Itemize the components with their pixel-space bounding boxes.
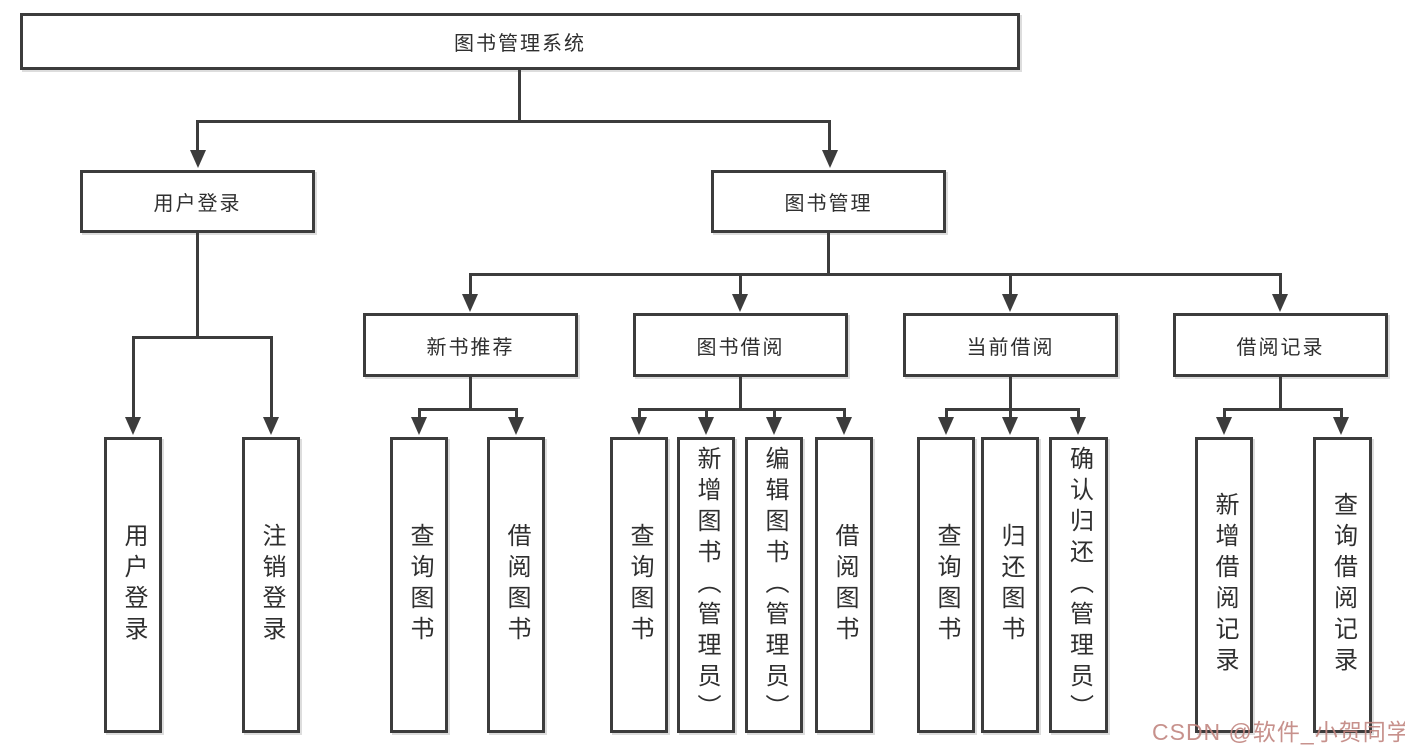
connector-line bbox=[270, 336, 273, 417]
leaf-query-book-2: 查询图书 bbox=[610, 437, 668, 733]
node-label: 用户登录 bbox=[120, 523, 147, 647]
leaf-borrow-book-1: 借阅图书 bbox=[487, 437, 545, 733]
node-label: 借阅图书 bbox=[831, 523, 858, 647]
connector-line bbox=[518, 70, 521, 120]
connector-line bbox=[945, 408, 1079, 411]
connector-line bbox=[945, 408, 948, 417]
node-label: 新书推荐 bbox=[426, 336, 515, 359]
arrow-down-icon bbox=[1002, 294, 1018, 312]
connector-line bbox=[638, 408, 846, 411]
connector-line bbox=[196, 233, 199, 336]
connector-line bbox=[1279, 273, 1282, 295]
arrow-down-icon bbox=[125, 417, 141, 435]
arrow-down-icon bbox=[1070, 417, 1086, 435]
node-borrow-record: 借阅记录 bbox=[1173, 313, 1388, 377]
node-label: 注销登录 bbox=[258, 523, 285, 647]
arrow-down-icon bbox=[631, 417, 647, 435]
connector-line bbox=[469, 273, 1282, 276]
connector-line bbox=[843, 408, 846, 417]
arrow-down-icon bbox=[822, 150, 838, 168]
node-label: 借阅记录 bbox=[1236, 336, 1325, 359]
arrow-down-icon bbox=[462, 294, 478, 312]
node-label: 用户登录 bbox=[153, 193, 242, 215]
leaf-query-book-1: 查询图书 bbox=[390, 437, 448, 733]
connector-line bbox=[827, 233, 830, 273]
leaf-edit-book-admin: 编辑图书（管理员） bbox=[745, 437, 803, 733]
connector-line bbox=[469, 273, 472, 295]
arrow-down-icon bbox=[1333, 417, 1349, 435]
node-label: 图书管理系统 bbox=[454, 33, 586, 55]
leaf-query-borrow-record: 查询借阅记录 bbox=[1313, 437, 1372, 733]
node-current-borrow: 当前借阅 bbox=[903, 313, 1118, 377]
connector-line bbox=[1279, 377, 1282, 408]
connector-line bbox=[1009, 273, 1012, 295]
connector-line bbox=[828, 120, 831, 152]
node-book-borrow: 图书借阅 bbox=[633, 313, 848, 377]
leaf-add-book-admin: 新增图书（管理员） bbox=[677, 437, 735, 733]
csdn-watermark: CSDN @软件_小贺同学 bbox=[1152, 719, 1405, 745]
connector-line bbox=[638, 408, 641, 417]
connector-line bbox=[1223, 408, 1226, 417]
connector-line bbox=[1009, 408, 1012, 417]
arrow-down-icon bbox=[766, 417, 782, 435]
arrow-down-icon bbox=[411, 417, 427, 435]
node-root-library-system: 图书管理系统 bbox=[20, 13, 1020, 70]
arrow-down-icon bbox=[1002, 417, 1018, 435]
node-label: 编辑图书（管理员） bbox=[761, 445, 788, 725]
node-label: 借阅图书 bbox=[503, 523, 530, 647]
connector-line bbox=[418, 408, 421, 417]
arrow-down-icon bbox=[698, 417, 714, 435]
leaf-borrow-book-2: 借阅图书 bbox=[815, 437, 873, 733]
connector-line bbox=[132, 336, 135, 417]
connector-line bbox=[418, 408, 518, 411]
arrow-down-icon bbox=[836, 417, 852, 435]
node-label: 图书管理 bbox=[784, 193, 873, 215]
node-label: 查询图书 bbox=[933, 523, 960, 647]
connector-line bbox=[469, 377, 472, 408]
node-label: 新增借阅记录 bbox=[1211, 492, 1238, 678]
arrow-down-icon bbox=[1216, 417, 1232, 435]
arrow-down-icon bbox=[508, 417, 524, 435]
connector-line bbox=[1223, 408, 1343, 411]
node-new-book-recommend: 新书推荐 bbox=[363, 313, 578, 377]
arrow-down-icon bbox=[190, 150, 206, 168]
node-label: 归还图书 bbox=[997, 523, 1024, 647]
leaf-add-borrow-record: 新增借阅记录 bbox=[1195, 437, 1253, 733]
node-label: 确认归还（管理员） bbox=[1065, 445, 1093, 725]
connector-line bbox=[1077, 408, 1080, 417]
node-label: 新增图书（管理员） bbox=[693, 445, 720, 725]
leaf-logout: 注销登录 bbox=[242, 437, 300, 733]
connector-line bbox=[197, 120, 831, 123]
connector-line bbox=[739, 377, 742, 408]
arrow-down-icon bbox=[938, 417, 954, 435]
leaf-confirm-return-admin: 确认归还（管理员） bbox=[1049, 437, 1108, 733]
connector-line bbox=[773, 408, 776, 417]
node-label: 查询图书 bbox=[406, 523, 433, 647]
leaf-return-book: 归还图书 bbox=[981, 437, 1039, 733]
arrow-down-icon bbox=[263, 417, 279, 435]
arrow-down-icon bbox=[1272, 294, 1288, 312]
node-label: 查询图书 bbox=[626, 523, 653, 647]
connector-line bbox=[705, 408, 708, 417]
connector-line bbox=[739, 273, 742, 295]
node-label: 查询借阅记录 bbox=[1329, 492, 1357, 678]
node-label: 当前借阅 bbox=[966, 336, 1055, 359]
connector-line bbox=[132, 336, 272, 339]
node-label: 图书借阅 bbox=[696, 336, 785, 359]
node-book-management: 图书管理 bbox=[711, 170, 946, 233]
node-user-login: 用户登录 bbox=[80, 170, 315, 233]
arrow-down-icon bbox=[732, 294, 748, 312]
leaf-user-login: 用户登录 bbox=[104, 437, 162, 733]
leaf-query-book-3: 查询图书 bbox=[917, 437, 975, 733]
connector-line bbox=[1340, 408, 1343, 417]
connector-line bbox=[1009, 377, 1012, 408]
connector-line bbox=[515, 408, 518, 417]
connector-line bbox=[196, 120, 199, 152]
